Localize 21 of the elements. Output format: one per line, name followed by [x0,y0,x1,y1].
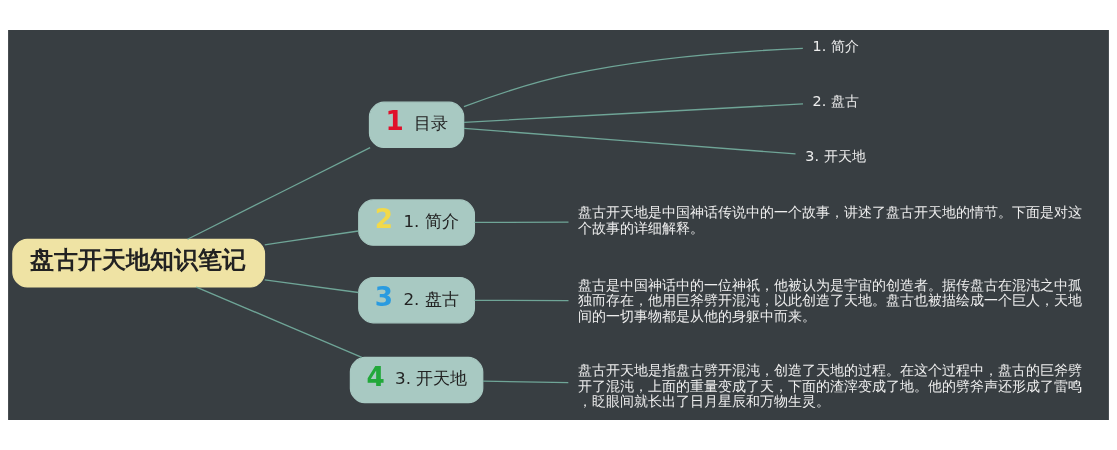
connector [264,230,360,246]
node-text: 3. 开天地 [805,147,866,164]
node-text: 1. 简介 [812,37,859,54]
connector [463,103,804,123]
node-box: 4 3. 开天地 [349,356,484,404]
node-text: 盘古开天地是指盘古劈开混沌，创造了天地的过程。在这个过程中，盘古的巨斧劈开了混沌，上面的重量变成了天，下面的渣滓变成了地。他的劈斧声还形成了雷鸣，眨眼间就长出了日月星辰和万物生灵。 [578,362,1083,410]
connector [463,47,804,108]
node-box: 盘古开天地知识笔记 [12,238,266,288]
connector [482,380,569,384]
node-text: 盘古开天地是中国神话传说中的一个故事，讲述了盘古开天地的情节。下面是对这个故事的详细解释。 [578,204,1083,236]
node-box: 3 2. 盘古 [358,276,475,324]
connector [195,286,363,358]
node-text: 盘古是中国神话中的一位神祇，他被认为是宇宙的创造者。据传盘古在混沌之中孤独而存在，他用巨斧劈开混沌，以此创造了天地。盘古也被描绘成一个巨人，天地间的一切事物都是从他的身躯中而来。 [578,276,1083,324]
node-text: 2. 盘古 [812,92,859,109]
connector [473,221,570,224]
node-box: 2 1. 简介 [358,199,475,246]
connector [264,279,360,294]
connector [186,146,371,240]
node-box: 1 目录 [368,101,465,149]
connector [463,127,797,155]
connector [473,299,570,302]
